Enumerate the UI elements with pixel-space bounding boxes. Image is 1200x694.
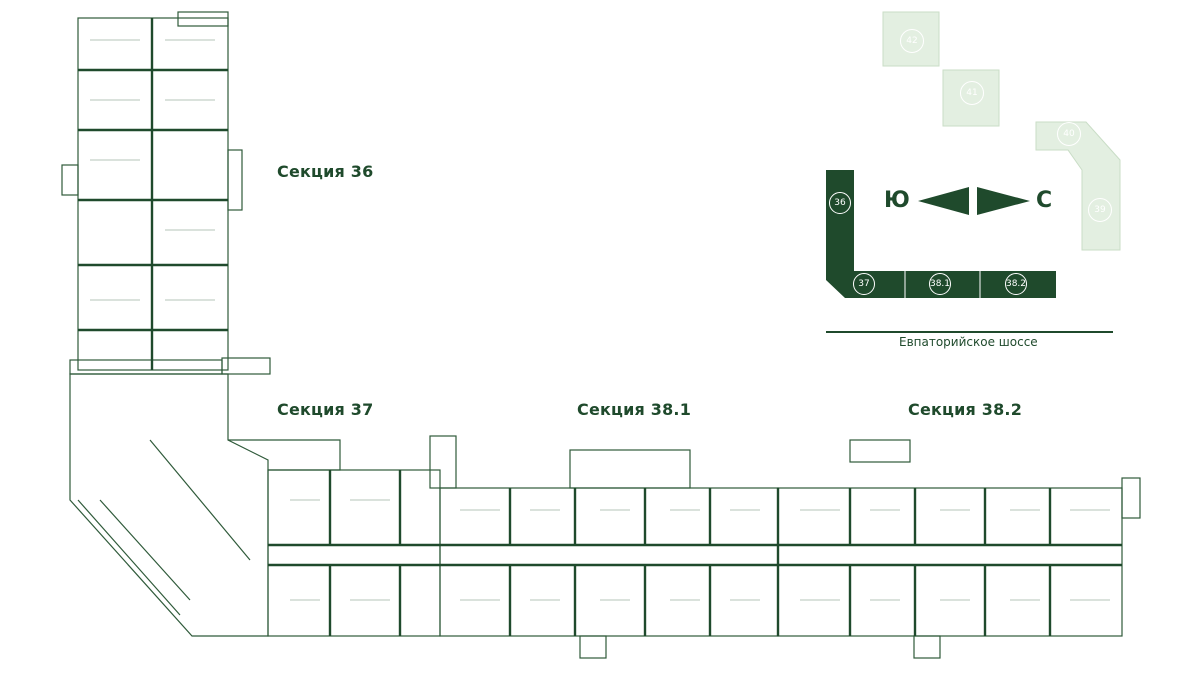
section-381-label: Секция 38.1 [577,400,692,419]
key-section-36: 36 [829,192,851,214]
key-section-41: 41 [960,81,984,105]
triangle-left-icon [918,187,969,215]
key-section-39: 39 [1088,198,1112,222]
wing-37-connector [267,469,441,637]
section-37-label: Секция 37 [277,400,374,419]
key-section-40: 40 [1057,122,1081,146]
section-382-label: Секция 38.2 [908,400,1023,419]
key-map-active-shape [826,170,1056,298]
key-section-37: 37 [853,273,875,295]
direction-south: Ю [884,188,910,213]
road-label: Евпаторийское шоссе [899,335,1038,349]
section-36-label: Секция 36 [277,162,374,181]
key-section-382: 38.2 [1005,273,1027,295]
triangle-right-icon [977,187,1030,215]
key-section-42: 42 [900,29,924,53]
key-section-381: 38.1 [929,273,951,295]
wing-37 [69,373,269,637]
direction-north: С [1036,188,1053,213]
